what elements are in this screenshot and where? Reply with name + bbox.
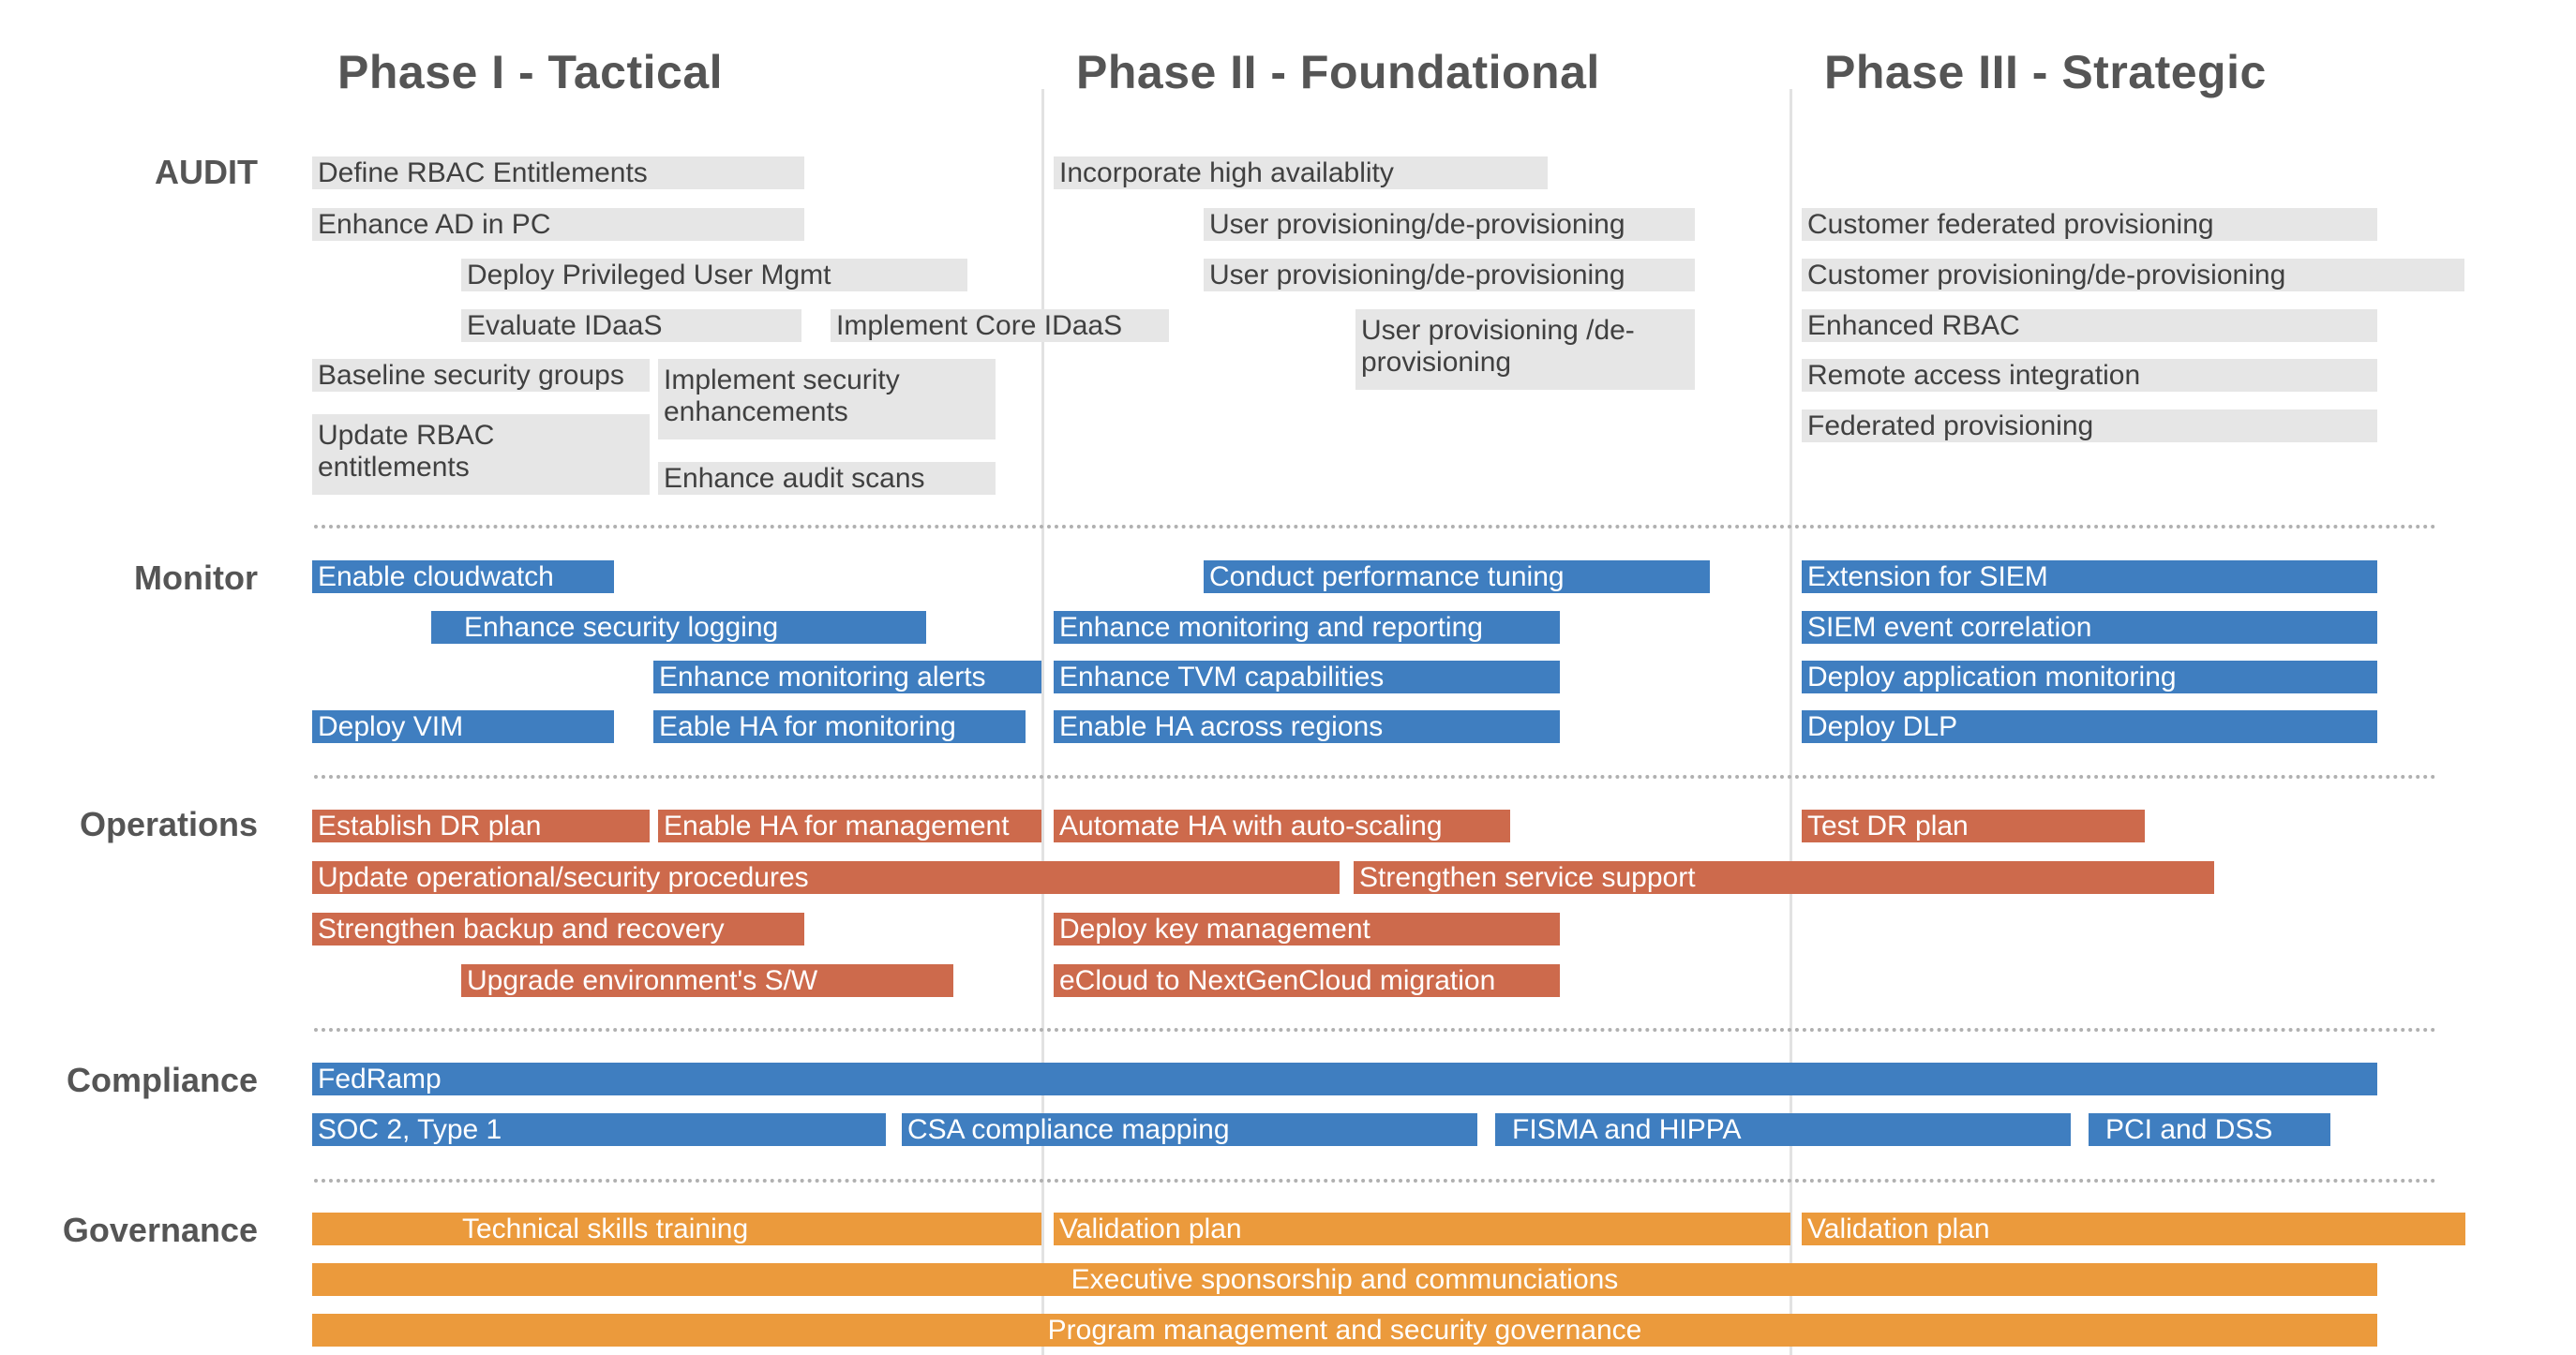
operations-item: Establish DR plan: [312, 810, 650, 842]
audit-item: Deploy Privileged User Mgmt: [461, 259, 967, 291]
operations-item: Test DR plan: [1802, 810, 2145, 842]
governance-item: Executive sponsorship and communciations: [312, 1263, 2377, 1296]
audit-item: User provisioning/de-provisioning: [1204, 208, 1695, 241]
monitor-item: Deploy DLP: [1802, 710, 2377, 743]
monitor-item: Enhance monitoring and reporting: [1054, 611, 1560, 644]
audit-item: Evaluate IDaaS: [461, 309, 801, 342]
row-divider: [314, 525, 2437, 529]
governance-item: Validation plan: [1802, 1213, 2465, 1245]
operations-item: Automate HA with auto-scaling: [1054, 810, 1510, 842]
row-label-monitor: Monitor: [134, 558, 258, 597]
audit-item: Update RBAC entitlements: [312, 414, 650, 495]
row-divider: [314, 1028, 2437, 1032]
governance-item: Technical skills training: [312, 1213, 1041, 1245]
operations-item: Upgrade environment's S/W: [461, 964, 953, 997]
row-divider: [314, 1179, 2437, 1183]
audit-item: User provisioning /de-provisioning: [1355, 309, 1695, 390]
operations-item: Enable HA for management: [658, 810, 1041, 842]
phase-separator: [1041, 89, 1044, 1355]
monitor-item: SIEM event correlation: [1802, 611, 2377, 644]
operations-item: Strengthen backup and recovery: [312, 913, 804, 946]
monitor-item: Enhance security logging: [431, 611, 926, 644]
phase-separator: [1790, 89, 1792, 1355]
row-label-operations: Operations: [79, 805, 258, 843]
audit-item: Implement security enhancements: [658, 359, 996, 439]
audit-item: Implement Core IDaaS: [831, 309, 1169, 342]
compliance-item: CSA compliance mapping: [902, 1113, 1477, 1146]
row-divider: [314, 775, 2437, 779]
compliance-item: FISMA and HIPPA: [1495, 1113, 2071, 1146]
audit-item: Remote access integration: [1802, 359, 2377, 392]
audit-item: User provisioning/de-provisioning: [1204, 259, 1695, 291]
phase-3-title: Phase III - Strategic: [1824, 46, 2267, 98]
audit-item: Enhance AD in PC: [312, 208, 804, 241]
audit-item: Federated provisioning: [1802, 409, 2377, 442]
phase-2-title: Phase II - Foundational: [1076, 46, 1600, 98]
row-label-governance: Governance: [62, 1211, 258, 1249]
compliance-item: FedRamp: [312, 1063, 2377, 1095]
monitor-item: Enhance TVM capabilities: [1054, 661, 1560, 693]
operations-item: Deploy key management: [1054, 913, 1560, 946]
row-label-audit: AUDIT: [155, 153, 258, 191]
operations-item: Strengthen service support: [1354, 861, 2214, 894]
audit-item: Enhance audit scans: [658, 462, 996, 495]
audit-item: Customer federated provisioning: [1802, 208, 2377, 241]
audit-item: Enhanced RBAC: [1802, 309, 2377, 342]
operations-item: eCloud to NextGenCloud migration: [1054, 964, 1560, 997]
monitor-item: Deploy VIM: [312, 710, 614, 743]
audit-item: Define RBAC Entitlements: [312, 156, 804, 189]
governance-item: Validation plan: [1054, 1213, 1790, 1245]
monitor-item: Extension for SIEM: [1802, 560, 2377, 593]
monitor-item: Enable HA across regions: [1054, 710, 1560, 743]
monitor-item: Conduct performance tuning: [1204, 560, 1710, 593]
monitor-item: Enhance monitoring alerts: [653, 661, 1041, 693]
row-label-compliance: Compliance: [66, 1061, 258, 1099]
compliance-item: PCI and DSS: [2089, 1113, 2330, 1146]
phase-1-title: Phase I - Tactical: [337, 46, 724, 98]
operations-item: Update operational/security procedures: [312, 861, 1340, 894]
audit-item: Customer provisioning/de-provisioning: [1802, 259, 2464, 291]
monitor-item: Enable cloudwatch: [312, 560, 614, 593]
monitor-item: Eable HA for monitoring: [653, 710, 1026, 743]
audit-item: Incorporate high availablity: [1054, 156, 1548, 189]
audit-item: Baseline security groups: [312, 359, 650, 392]
monitor-item: Deploy application monitoring: [1802, 661, 2377, 693]
governance-item: Program management and security governan…: [312, 1314, 2377, 1347]
compliance-item: SOC 2, Type 1: [312, 1113, 886, 1146]
